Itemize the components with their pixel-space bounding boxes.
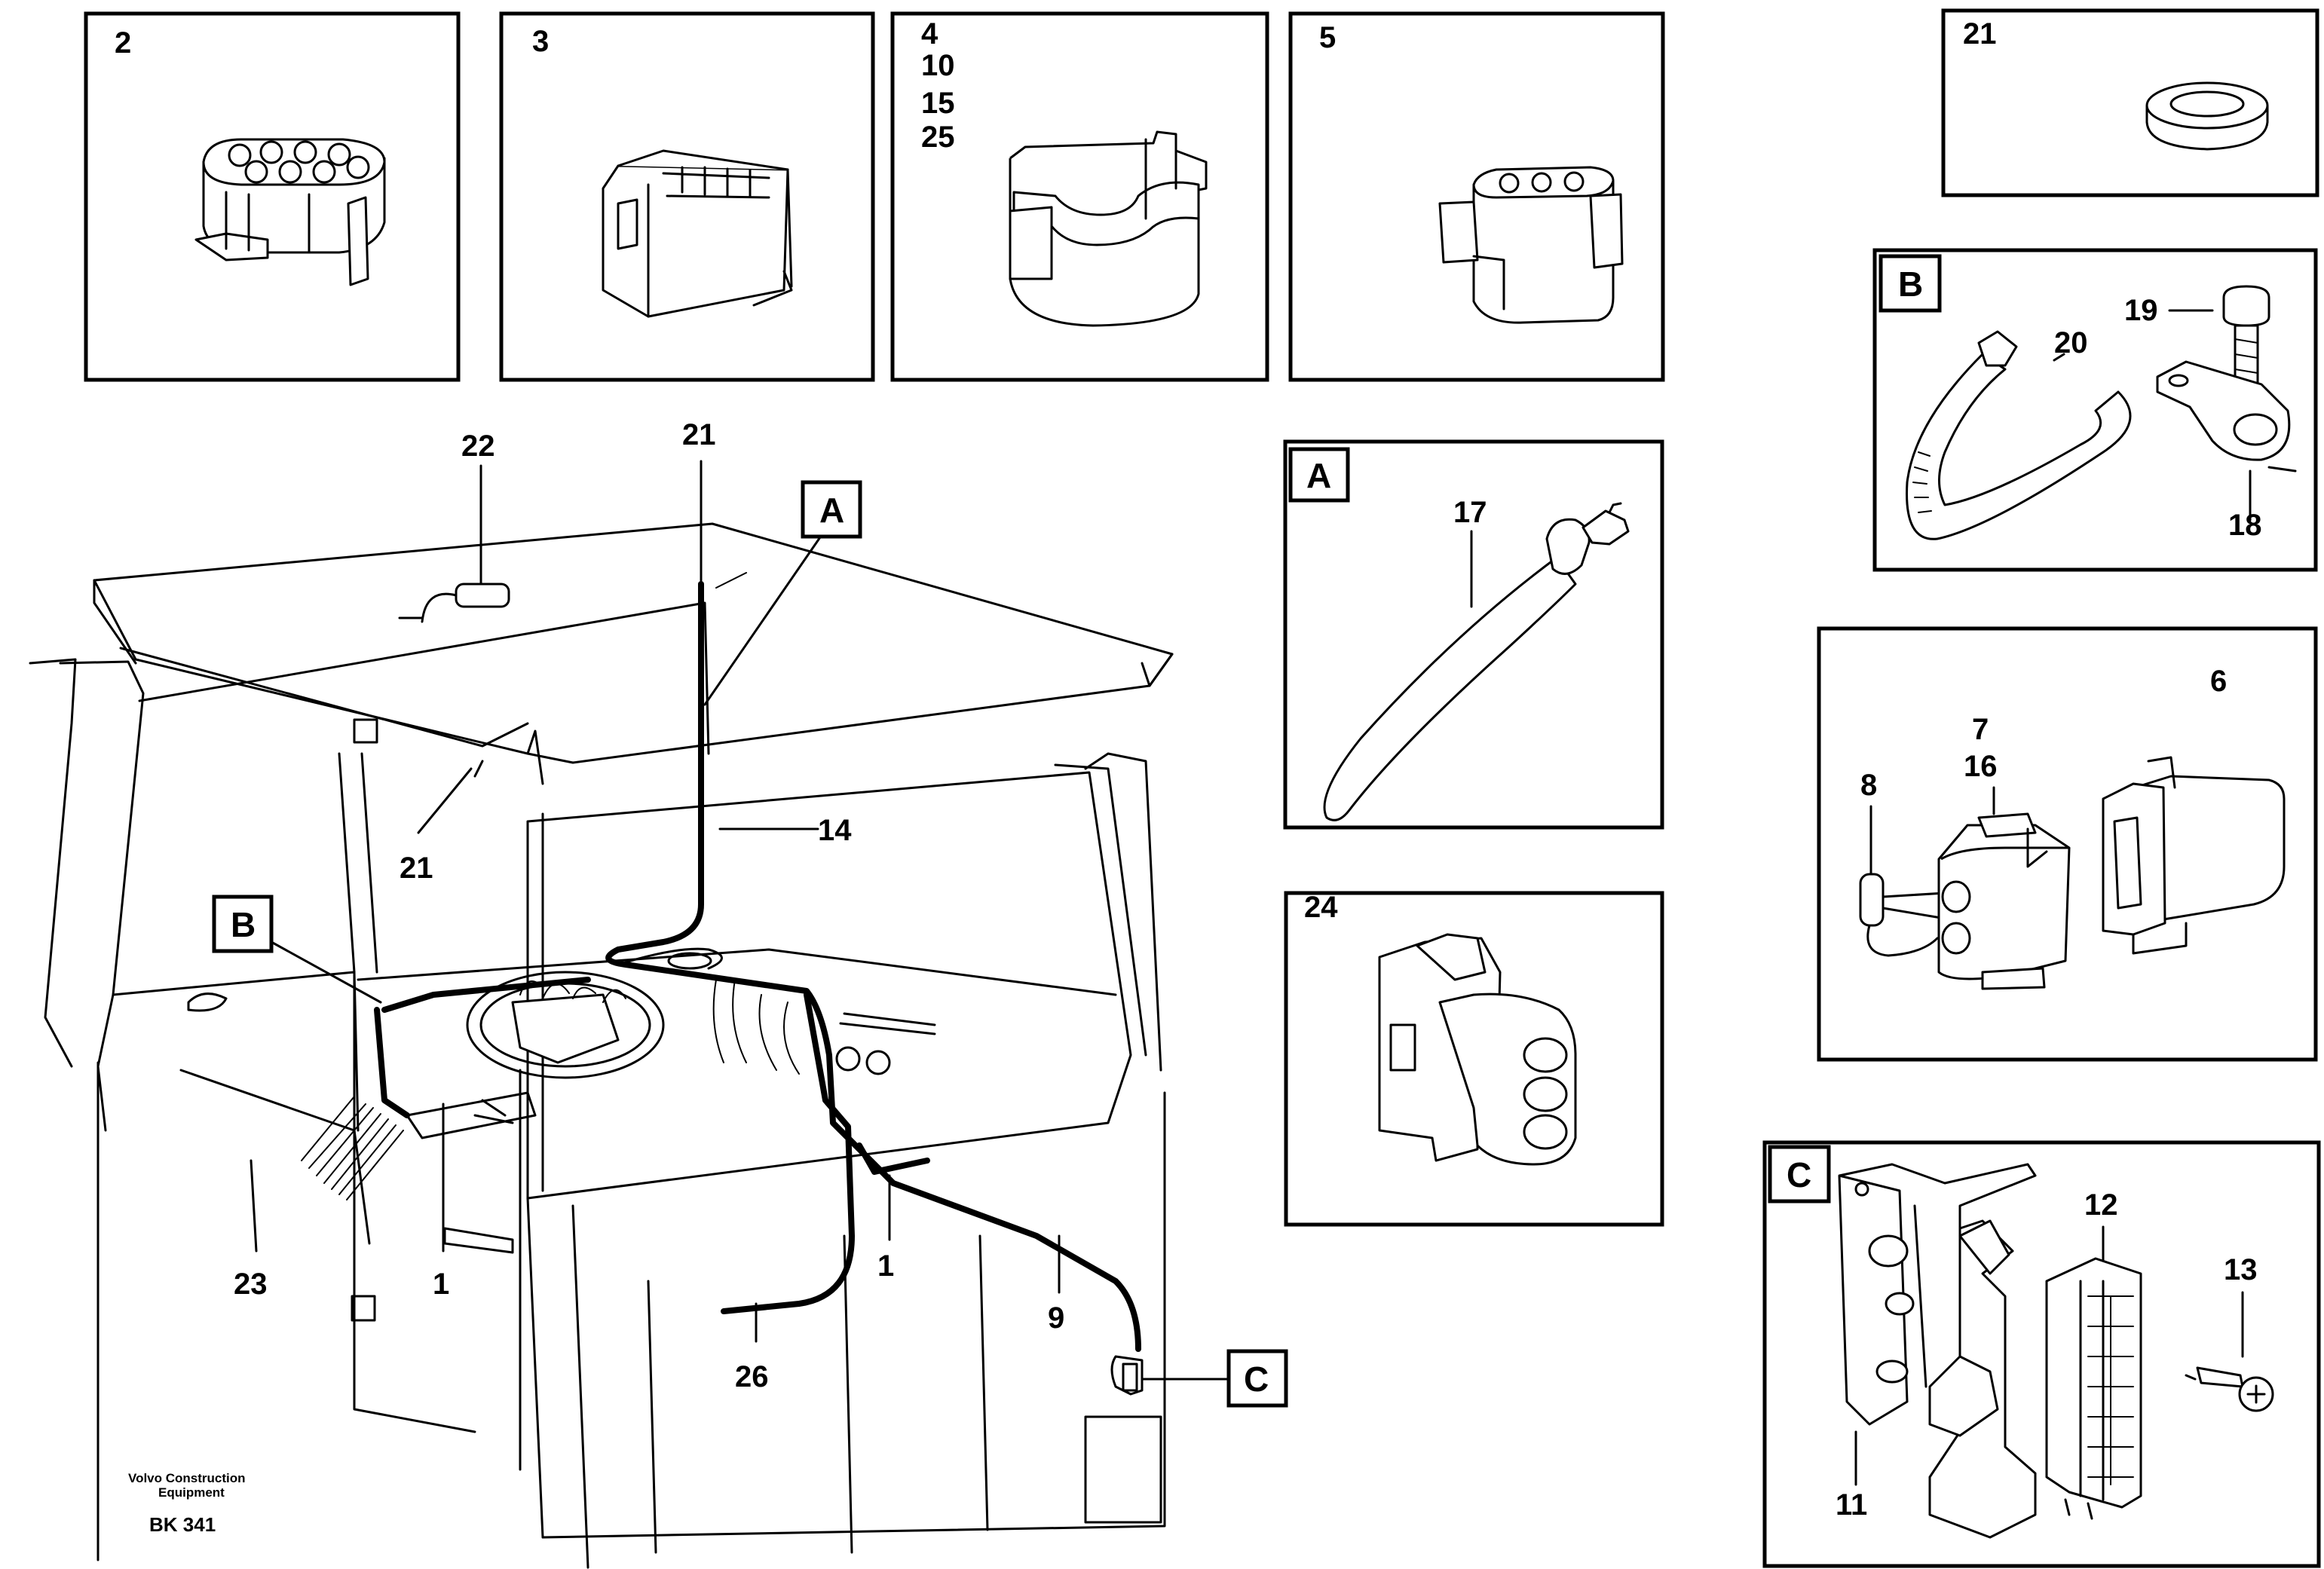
label-14: 14 <box>818 814 852 847</box>
svg-text:B: B <box>231 905 256 944</box>
label-13: 13 <box>2224 1253 2258 1286</box>
leader-lines <box>250 460 1230 1381</box>
label-8: 8 <box>1860 769 1877 802</box>
label-26: 26 <box>735 1360 769 1393</box>
relay-drawing <box>2045 1257 2142 1520</box>
label-7: 7 <box>1972 713 1989 746</box>
label-18: 18 <box>2228 509 2262 542</box>
label-2: 2 <box>115 26 131 60</box>
tag-C-inset: C <box>1787 1155 1811 1194</box>
label-5: 5 <box>1319 21 1336 54</box>
label-11: 11 <box>1836 1488 1867 1522</box>
inset-panel-4-10-15-25: 4 10 15 25 <box>890 11 1269 382</box>
tag-A: A <box>801 480 862 539</box>
inset-panel-B: B 19 20 18 <box>1872 248 2318 572</box>
inset-panel-24: 24 <box>1284 891 1664 1227</box>
connector-cover-drawing <box>1009 130 1208 327</box>
label-21-left: 21 <box>400 852 433 885</box>
connector-3way-drawing <box>1378 933 1577 1166</box>
clamp-screw-drawing <box>2156 285 2297 521</box>
relay-holder-drawing <box>1838 1163 2037 1539</box>
tag-C: C <box>1226 1349 1288 1408</box>
label-19: 19 <box>2124 294 2158 327</box>
label-16: 16 <box>1964 750 1998 783</box>
socket-housing-drawing <box>2102 756 2286 955</box>
inset-panel-5: 5 <box>1288 11 1665 382</box>
connector-housing-drawing <box>602 149 793 318</box>
label-15: 15 <box>921 87 955 120</box>
label-10: 10 <box>921 49 955 82</box>
label-17: 17 <box>1453 496 1487 529</box>
terminal-pin-drawing <box>1859 873 1946 957</box>
label-22: 22 <box>461 430 495 463</box>
inset-panel-2: 2 <box>84 11 461 382</box>
connector-3pin-drawing <box>1438 166 1624 324</box>
label-1-right: 1 <box>877 1249 894 1283</box>
tag-B-inset: B <box>1898 265 1923 304</box>
label-25: 25 <box>921 121 955 154</box>
callout-labels: 22 21 21 14 23 1 1 9 26 A B C <box>212 418 1288 1408</box>
plug-housing-drawing <box>1937 812 2071 990</box>
inset-panel-21: 21 <box>1941 8 2319 197</box>
tag-B: B <box>212 895 274 953</box>
label-3: 3 <box>532 25 549 58</box>
mounted-cable-tie-drawing <box>1323 502 1630 821</box>
wiring-harness <box>374 572 1141 1352</box>
inset-panel-C: C 12 13 11 <box>1762 1140 2321 1568</box>
cable-tie-drawing <box>1906 330 2132 540</box>
drawing-code: BK 341 <box>149 1513 216 1536</box>
label-12: 12 <box>2084 1188 2118 1222</box>
svg-text:C: C <box>1244 1359 1269 1399</box>
label-23: 23 <box>234 1268 268 1301</box>
svg-text:A: A <box>819 491 844 530</box>
inset-panel-A: A 17 <box>1283 439 1664 830</box>
label-24: 24 <box>1304 891 1338 924</box>
screw-drawing <box>2185 1366 2274 1412</box>
connector-8pin-drawing <box>194 138 386 286</box>
label-6: 6 <box>2210 665 2227 698</box>
inset-panel-6-7-16-8: 6 7 16 8 <box>1817 626 2318 1062</box>
inset-panel-3: 3 <box>499 11 875 382</box>
cab-drawing <box>29 522 1174 1569</box>
label-21-inset: 21 <box>1963 17 1997 50</box>
label-20: 20 <box>2054 326 2088 359</box>
label-21-top: 21 <box>682 418 716 451</box>
tag-A-inset: A <box>1306 456 1331 495</box>
label-4: 4 <box>921 17 938 50</box>
grommet-drawing <box>2145 81 2269 151</box>
brand-line-1: Volvo Construction <box>128 1471 246 1485</box>
footer-brand: Volvo Construction Equipment BK 341 <box>128 1471 246 1536</box>
brand-line-2: Equipment <box>158 1485 225 1500</box>
label-1-left: 1 <box>433 1268 449 1301</box>
label-9: 9 <box>1048 1301 1064 1335</box>
